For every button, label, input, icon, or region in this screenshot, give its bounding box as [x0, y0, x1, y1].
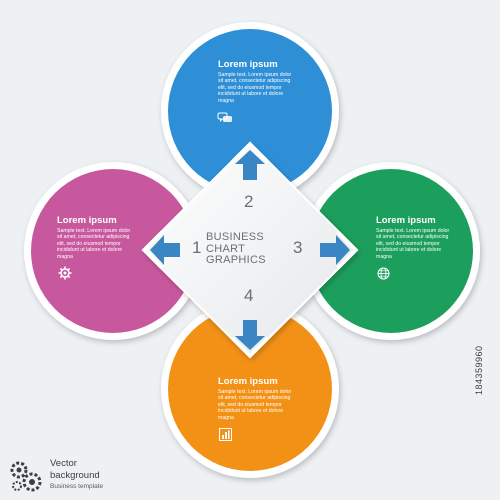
- gear-icon: [58, 266, 72, 280]
- step-number-2: 2: [244, 192, 254, 211]
- circle-4-bottom: [161, 300, 339, 478]
- step-4-title: Lorem ipsum: [218, 376, 278, 387]
- step-4-body: Sample text. Lorem ipsum dolor sit amet,…: [218, 389, 292, 421]
- gears-logo-icon: [10, 461, 42, 492]
- center-title-line2: CHART: [206, 242, 246, 255]
- step-1-body: Sample text. Lorem ipsum dolor sit amet,…: [57, 228, 131, 260]
- footer-line2: background: [50, 470, 100, 481]
- arrow-right: [320, 230, 359, 270]
- step-3-title: Lorem ipsum: [376, 215, 436, 226]
- globe-icon: [377, 267, 390, 280]
- step-number-3: 3: [293, 238, 303, 257]
- circle-1-left: [24, 162, 202, 340]
- bar-chart-icon: [219, 428, 232, 441]
- footer-line1: Vector: [50, 458, 77, 469]
- arrow-down: [230, 320, 270, 359]
- center-title: BUSINESS CHART GRAPHICS: [206, 231, 296, 267]
- footer-line3: Business template: [50, 483, 104, 490]
- side-id-text: 184359960: [474, 345, 484, 395]
- step-number-4: 4: [244, 286, 254, 305]
- step-1-title: Lorem ipsum: [57, 215, 117, 226]
- step-2-title: Lorem ipsum: [218, 59, 278, 70]
- circle-2-top: [161, 22, 339, 200]
- arrow-up: [230, 141, 270, 180]
- step-2-body: Sample text. Lorem ipsum dolor sit amet,…: [218, 72, 292, 104]
- center-title-line1: BUSINESS: [206, 231, 265, 243]
- chat-bubbles-icon: [217, 112, 232, 122]
- arrow-left: [141, 230, 180, 270]
- center-title-line3: GRAPHICS: [206, 254, 266, 266]
- circle-3-right: [302, 162, 480, 340]
- step-3-body: Sample text. Lorem ipsum dolor sit amet,…: [376, 228, 450, 260]
- step-number-1: 1: [192, 238, 202, 257]
